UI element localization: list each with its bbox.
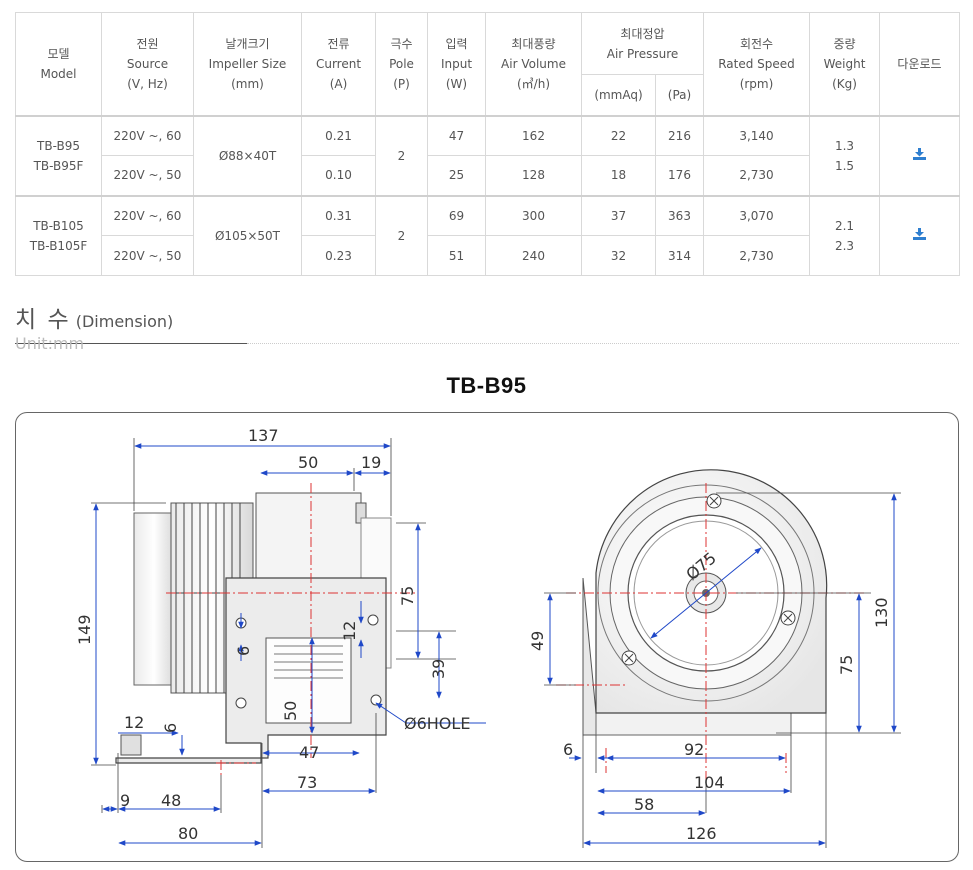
header-download: 다운로드 [879,12,960,116]
side-view: 137 50 19 149 75 12 6 39 50 Ø6HOLE 12 6 … [75,426,486,848]
pa-cell: 314 [655,235,704,276]
dim-50-mid: 50 [281,701,300,721]
rpm-cell: 2,730 [703,155,810,196]
dim-6-front: 6 [563,740,573,759]
pole-cell: 2 [375,114,428,196]
dim-49: 49 [528,631,547,651]
pa-cell: 216 [655,114,704,156]
table-row: 220V ~, 50 0.23 51 240 32 314 2,730 [16,235,960,276]
pa-cell: 176 [655,155,704,196]
current-cell: 0.21 [301,114,376,156]
dim-12-mid: 12 [340,621,359,641]
input-cell: 69 [427,194,486,236]
mmaq-cell: 37 [581,194,656,236]
drawing-frame: 137 50 19 149 75 12 6 39 50 Ø6HOLE 12 6 … [15,412,959,862]
dim-50-top: 50 [298,453,318,472]
dim-149: 149 [75,614,94,645]
dimension-title-ko: 치 수 [15,307,71,333]
dim-92: 92 [684,740,704,759]
dim-47: 47 [299,743,319,762]
dimension-title-en: (Dimension) [75,312,174,331]
input-cell: 51 [427,235,486,276]
table-row: 220V ~, 50 0.10 25 128 18 176 2,730 [16,155,960,196]
air-volume-cell: 128 [485,155,582,196]
source-cell: 220V ~, 60 [101,114,194,156]
dim-19: 19 [361,453,381,472]
divider [247,343,959,344]
air-volume-cell: 300 [485,194,582,236]
dim-6-bottom: 6 [161,723,180,733]
dim-104: 104 [694,773,725,792]
download-icon[interactable] [913,227,926,240]
download-cell[interactable] [879,114,960,196]
front-view: Ø75 130 75 49 6 92 104 58 126 [528,469,901,848]
header-mmaq: (mmAq) [581,74,656,116]
source-cell: 220V ~, 50 [101,235,194,276]
current-cell: 0.10 [301,155,376,196]
source-cell: 220V ~, 60 [101,194,194,236]
rpm-cell: 3,140 [703,114,810,156]
air-volume-cell: 240 [485,235,582,276]
download-cell[interactable] [879,194,960,276]
source-cell: 220V ~, 50 [101,155,194,196]
technical-drawing: 137 50 19 149 75 12 6 39 50 Ø6HOLE 12 6 … [75,426,901,848]
input-cell: 25 [427,155,486,196]
current-cell: 0.23 [301,235,376,276]
dim-39: 39 [429,659,448,679]
mmaq-cell: 18 [581,155,656,196]
current-cell: 0.31 [301,194,376,236]
pa-cell: 363 [655,194,704,236]
dimension-heading: 치 수 (Dimension) Unit:mm [15,300,247,353]
dim-9: 9 [120,791,130,810]
dim-75-front: 75 [837,655,856,675]
dimension-unit: Unit:mm [15,334,85,353]
dim-12-bottom: 12 [124,713,144,732]
dim-126: 126 [686,824,717,843]
rpm-cell: 3,070 [703,194,810,236]
rpm-cell: 2,730 [703,235,810,276]
impeller-cell: Ø105×50T [193,194,302,276]
dim-75-side: 75 [398,586,417,606]
drawing-title: TB-B95 [446,373,527,398]
dim-130: 130 [872,597,891,628]
dim-58: 58 [634,795,654,814]
input-cell: 47 [427,114,486,156]
header-pa: (Pa) [655,74,704,116]
dim-137: 137 [248,426,279,445]
air-volume-cell: 162 [485,114,582,156]
dim-48: 48 [161,791,181,810]
dim-73: 73 [297,773,317,792]
dim-6-left: 6 [234,646,253,656]
dim-80: 80 [178,824,198,843]
impeller-cell: Ø88×40T [193,114,302,196]
pole-cell: 2 [375,194,428,276]
mmaq-cell: 22 [581,114,656,156]
dim-hole: Ø6HOLE [404,714,470,733]
mmaq-cell: 32 [581,235,656,276]
download-icon[interactable] [913,147,926,160]
